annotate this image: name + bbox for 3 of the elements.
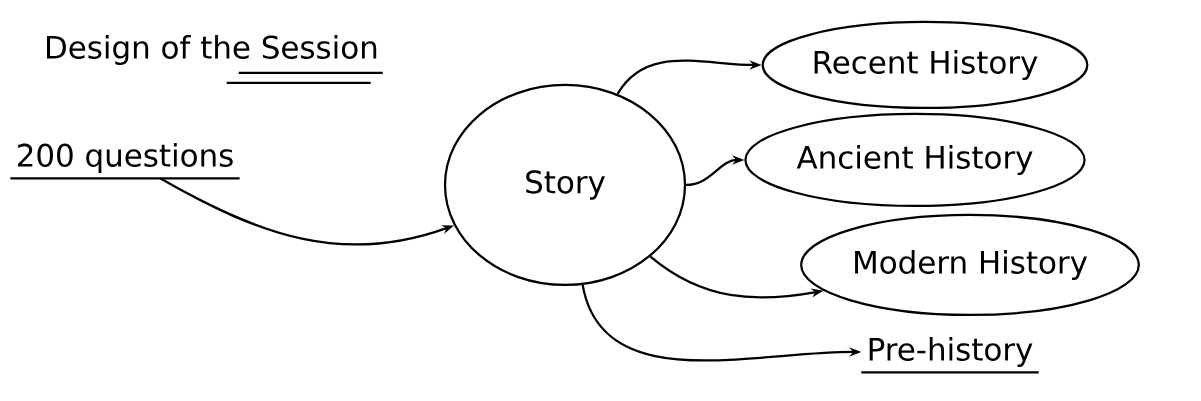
topic-text: Pre-history — [861, 337, 1039, 374]
title: Design of the Session — [47, 35, 377, 65]
topic-text: 200 questions — [10, 143, 240, 180]
